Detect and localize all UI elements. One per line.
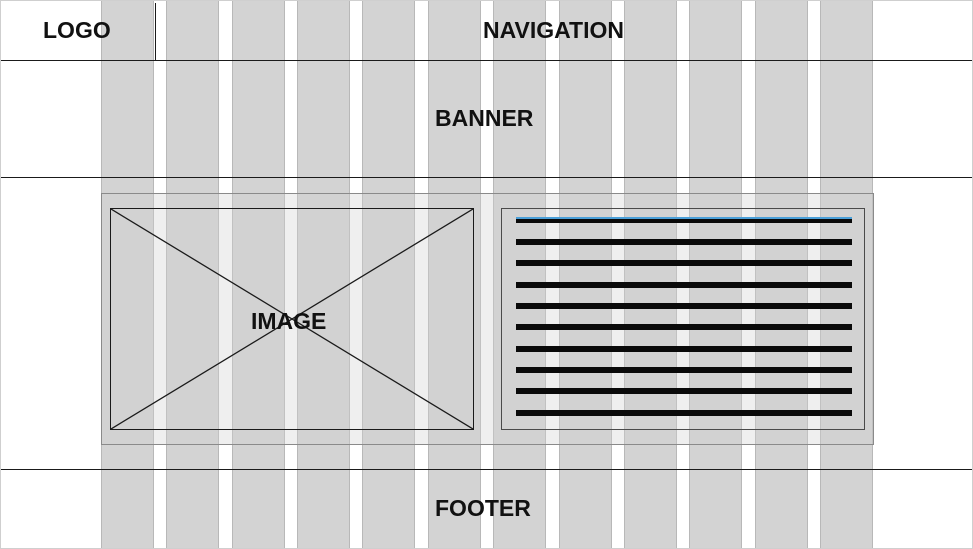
text-line <box>516 303 852 309</box>
logo-divider <box>155 3 156 60</box>
grid-column <box>559 1 612 548</box>
text-line <box>516 324 852 330</box>
image-label: IMAGE <box>251 308 327 334</box>
grid-column <box>755 1 808 548</box>
text-line <box>516 239 852 245</box>
image-placeholder-cross-icon <box>111 209 473 429</box>
footer: FOOTER <box>435 495 531 521</box>
logo[interactable]: LOGO <box>43 17 111 43</box>
grid-column <box>166 1 219 548</box>
grid-column <box>689 1 742 548</box>
grid-column <box>101 1 154 548</box>
text-line <box>516 410 852 416</box>
grid-column <box>232 1 285 548</box>
text-line <box>516 388 852 394</box>
text-block[interactable] <box>501 208 865 430</box>
grid-column <box>428 1 481 548</box>
text-line <box>516 346 852 352</box>
grid-column <box>624 1 677 548</box>
grid-column <box>297 1 350 548</box>
banner: BANNER <box>435 105 534 131</box>
text-line <box>516 260 852 266</box>
text-line <box>516 367 852 373</box>
text-line <box>516 282 852 288</box>
banner-divider <box>1 177 972 178</box>
header-divider <box>1 60 972 61</box>
content-container <box>101 193 874 445</box>
navigation[interactable]: NAVIGATION <box>483 17 624 43</box>
footer-divider <box>1 469 972 470</box>
text-line <box>516 217 852 223</box>
grid-column <box>362 1 415 548</box>
image-placeholder[interactable] <box>110 208 474 430</box>
